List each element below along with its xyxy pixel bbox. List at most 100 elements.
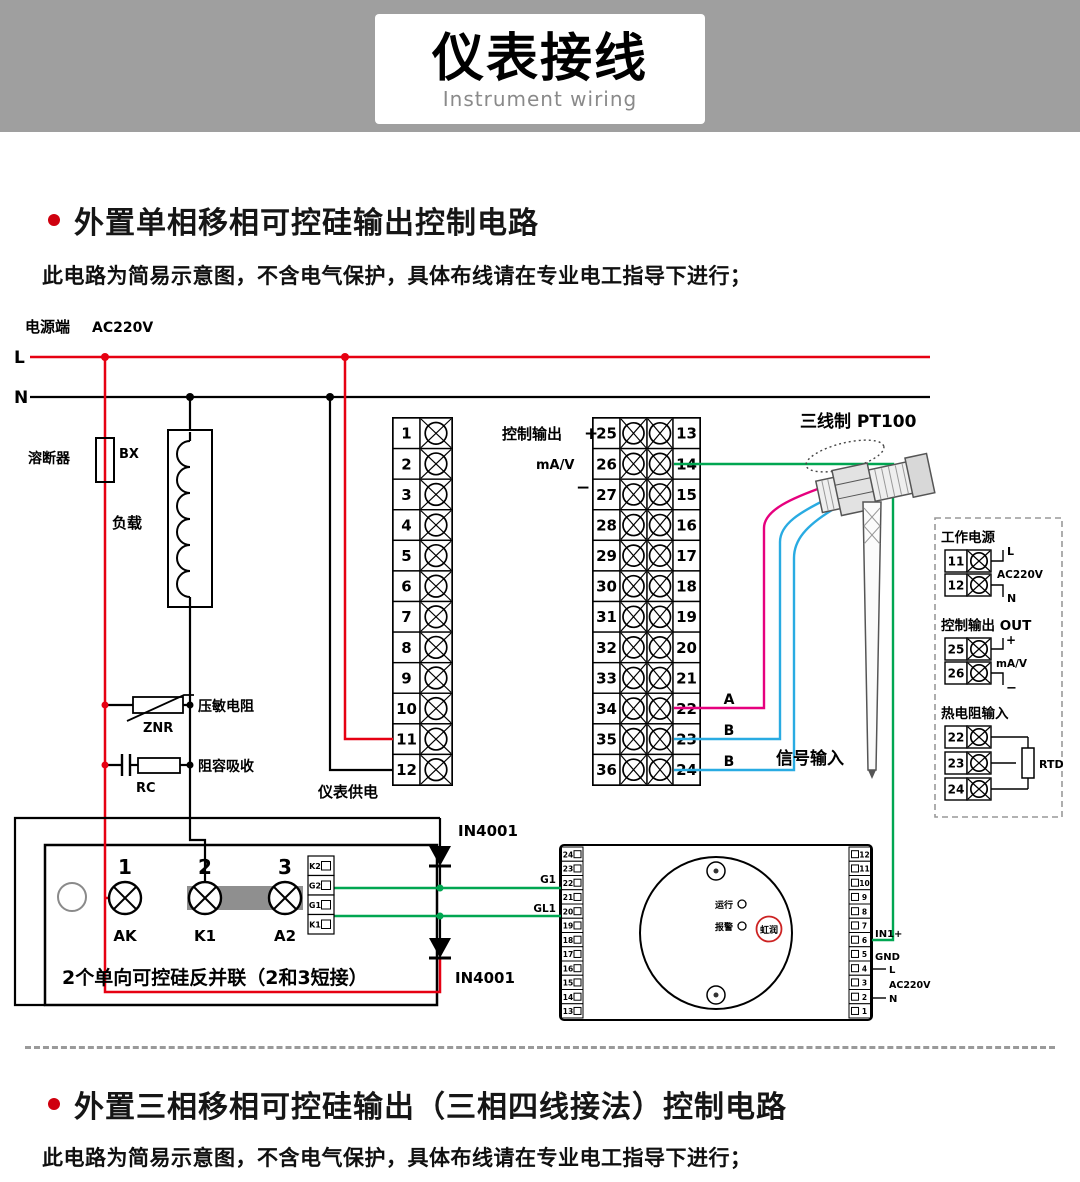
- terminal-number: 12: [948, 578, 965, 592]
- screw-circle: [648, 544, 672, 567]
- terminal-number: 15: [676, 486, 697, 504]
- terminal-number: 17: [563, 950, 573, 959]
- rc-label: 阻容吸收: [198, 758, 255, 775]
- terminal-number: 6: [862, 936, 867, 945]
- trigger-l-label: L: [889, 965, 896, 976]
- junction-dot: [436, 912, 444, 920]
- screw-circle: [424, 543, 448, 568]
- terminal-number: 16: [676, 516, 697, 534]
- terminal-number: 21: [563, 893, 573, 902]
- panel-ac-label: AC220V: [997, 569, 1044, 581]
- terminal-number: 15: [563, 979, 573, 988]
- meter-power-label: 仪表供电: [317, 783, 378, 801]
- terminal-number: 10: [396, 700, 417, 718]
- diode2-label: IN4001: [455, 969, 515, 987]
- terminal-number: 13: [676, 425, 697, 443]
- section2-note: 此电路为简易示意图，不含电气保护，具体布线请在专业电工指导下进行；: [42, 1146, 752, 1170]
- in1-label: IN1+: [875, 929, 902, 940]
- terminal-number: 3: [862, 979, 867, 988]
- screw-circle: [648, 605, 672, 629]
- screw-circle: [969, 779, 989, 799]
- terminal-number-cell: [392, 539, 421, 572]
- sensor-wire-b1: [674, 496, 830, 741]
- probe-hatch: [863, 525, 881, 545]
- gate-label: K1: [309, 921, 321, 930]
- screw-slot: [620, 724, 647, 754]
- screw-circle: [424, 605, 448, 629]
- mav-label: mA/V: [536, 458, 574, 473]
- terminal-number: 26: [596, 455, 617, 473]
- scr-module-frame: [43, 843, 439, 1007]
- terminal-number: 24: [948, 782, 965, 796]
- screw-slot: [420, 602, 452, 632]
- terminal-number: 3: [401, 486, 411, 504]
- terminal-number: 20: [563, 907, 573, 916]
- resistor-box: [137, 757, 181, 774]
- terminal-number: 33: [596, 669, 617, 687]
- screw-circle: [648, 452, 672, 476]
- terminal-pin: [851, 878, 859, 887]
- terminal-number: 16: [563, 964, 573, 973]
- terminal-pin: [573, 992, 582, 1001]
- gate-label: G1: [309, 901, 322, 910]
- panel-wire: [991, 550, 1004, 562]
- panel-wire: [991, 672, 1004, 685]
- screw-circle: [622, 513, 645, 537]
- gate-pin: [321, 900, 331, 910]
- terminal-number: 35: [596, 731, 617, 749]
- return-wire: [13, 816, 440, 1007]
- screw-circle: [648, 727, 672, 751]
- screw-circle: [622, 727, 645, 751]
- screw-circle: [424, 666, 448, 690]
- power-side-label: 电源端: [25, 318, 70, 336]
- terminal-number-cell: [672, 661, 701, 694]
- terminal-number: 18: [676, 578, 697, 596]
- screw-slot: [420, 418, 452, 449]
- terminal-number: 34: [596, 700, 617, 718]
- terminal-number: 23: [563, 865, 573, 874]
- terminal-number-cell: [392, 600, 421, 633]
- bullet-icon: [48, 214, 60, 226]
- terminal-number: 8: [401, 639, 411, 657]
- screw-center: [713, 868, 719, 874]
- screw-slot: [620, 479, 647, 510]
- gate-pin: [321, 919, 331, 929]
- screw-slot: [112, 885, 138, 911]
- section2-title: 外置三相移相可控硅输出（三相四线接法）控制电路: [74, 1090, 787, 1125]
- header-banner: 仪表接线 Instrument wiring: [0, 0, 1080, 132]
- terminal-number: 4: [401, 516, 411, 534]
- screw-circle: [622, 574, 645, 598]
- wiring: [13, 353, 930, 1007]
- panel-rtd-title: 热电阻输入: [941, 705, 1009, 722]
- screw-slot: [620, 632, 647, 663]
- section1-heading: 外置单相移相可控硅输出控制电路: [48, 198, 539, 242]
- labels: IN4001 IN4001 G1 GL1 运行 报警 虹润 IN1+ GND L…: [14, 318, 931, 1005]
- terminal-number: 1: [401, 425, 411, 443]
- screw-circle: [424, 727, 448, 751]
- terminal-number-cell: [592, 570, 621, 603]
- screw-slot: [620, 510, 647, 540]
- module-terminal-number: 1: [118, 855, 132, 879]
- screw-slot: [420, 449, 452, 479]
- varistor-label: 压敏电阻: [198, 698, 254, 715]
- module-terminal-label: AK: [113, 927, 138, 945]
- terminal-pin: [573, 964, 582, 973]
- screw-slot: [420, 693, 452, 724]
- panel-minus-label: −: [1006, 681, 1017, 696]
- screw-circle: [424, 696, 448, 721]
- terminal-pin: [573, 921, 582, 930]
- screw-circle: [969, 753, 989, 773]
- terminal-number: 10: [859, 879, 869, 888]
- screw-slot: [272, 885, 298, 911]
- screw-circle: [424, 574, 448, 598]
- screw-slot: [420, 724, 452, 754]
- terminal-number: 23: [948, 756, 965, 770]
- junction-dot: [186, 701, 194, 709]
- thread-line: [887, 466, 896, 497]
- probe-tip: [868, 770, 876, 779]
- mounting-hole: [57, 882, 87, 912]
